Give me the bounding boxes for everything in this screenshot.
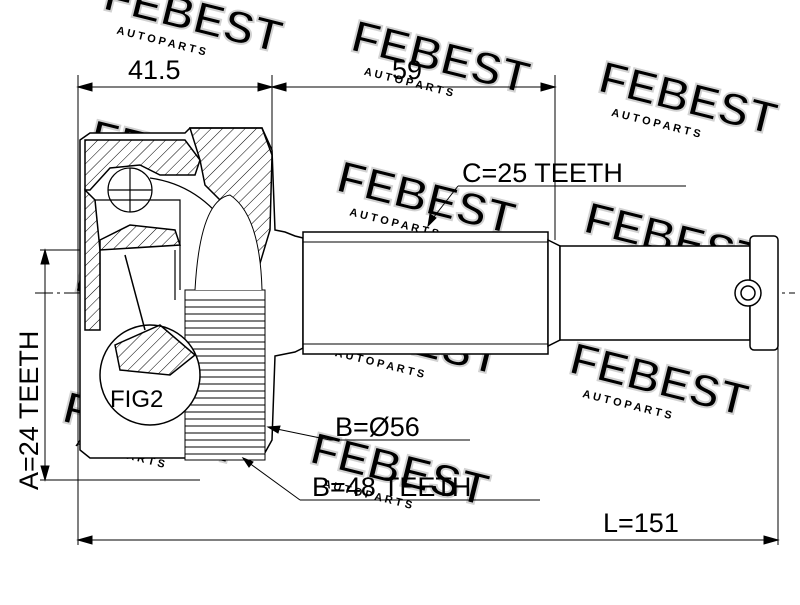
dimension-label-outer: 41.5 (128, 55, 181, 85)
dimension-lines (40, 82, 780, 545)
dimension-label-total: L=151 (603, 508, 679, 538)
dimension-label-stem: 59 (392, 55, 422, 85)
callout-abs-teeth: B=48 TEETH (312, 472, 471, 502)
watermark-logo: FEBEST A U T O P A R T S (564, 331, 755, 427)
callout-outer-spline: C=25 TEETH (462, 158, 623, 188)
watermark-logo: FEBEST A U T O P A R T S (593, 50, 784, 146)
leader-lines (241, 185, 686, 501)
detail-ref-label: FIG2 (110, 386, 163, 413)
watermark-logo: FEBEST A U T O P A R T S (98, 0, 289, 64)
fig2-detail-circle (99, 254, 201, 426)
watermark-logo: FEBEST A U T O P A R T S (345, 8, 536, 104)
callout-abs-diameter: B=Ø56 (335, 412, 420, 442)
callout-inner-spline: A=24 TEETH (14, 331, 44, 490)
stem-shaft (302, 231, 779, 355)
